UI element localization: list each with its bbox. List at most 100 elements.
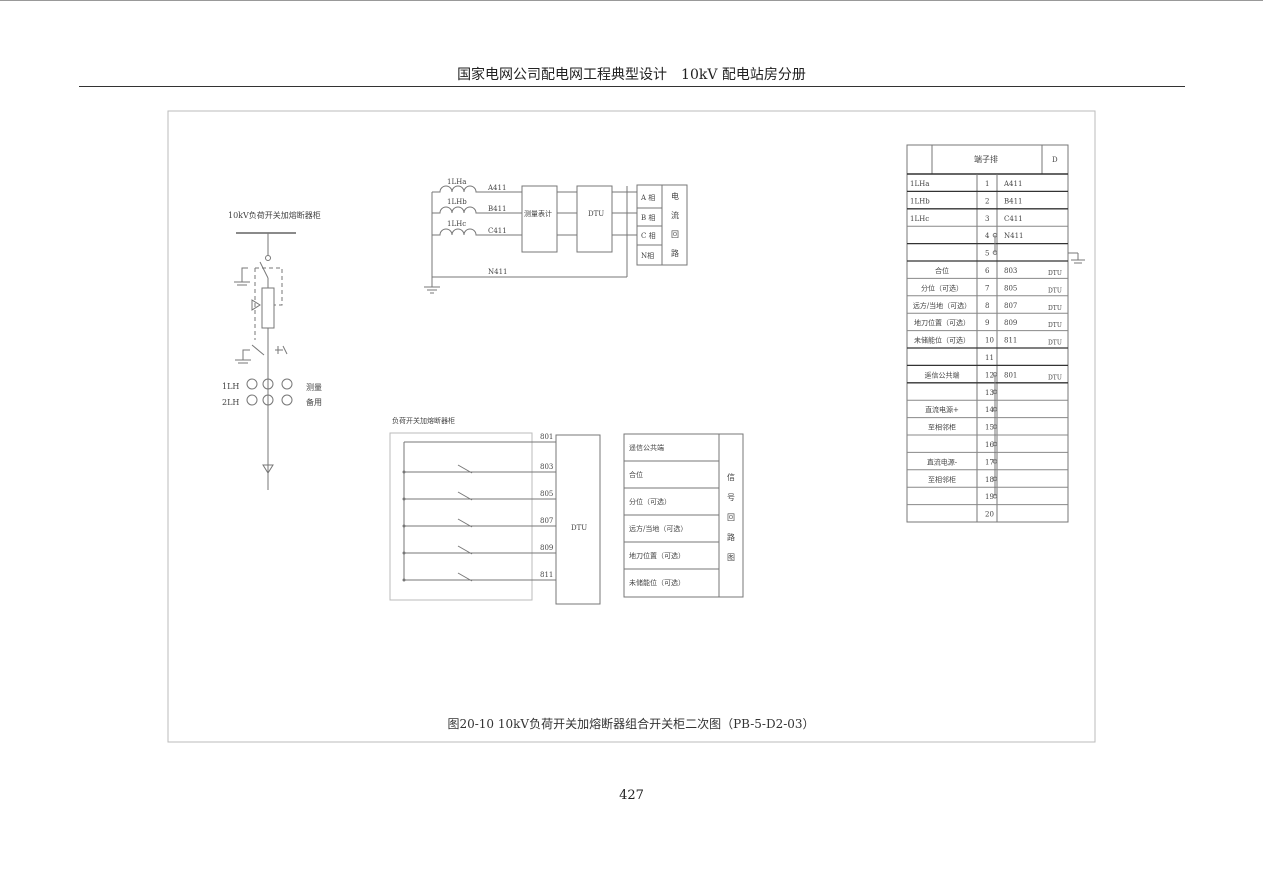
terminal-number: 19 [985,493,994,501]
terminal-wire: A411 [1003,180,1022,188]
wire-b411: B411 [488,205,507,213]
terminal-row: 19 [985,493,994,501]
side-label-char: 图 [727,553,735,562]
terminal-row: 11 [985,354,994,362]
signal-dtu: DTU [571,524,587,532]
ct-use-measure: 测量 [306,383,322,392]
side-label-char: 电 [671,191,679,201]
terminal-row: 1LHb 2 B411 [910,197,1023,205]
terminal-number: 16 [985,441,994,449]
terminal-number: 9 [985,319,989,327]
terminal-number: 12 [985,371,994,379]
terminal-dest: DTU [1048,270,1062,277]
side-label-char: 回 [727,513,735,522]
terminal-row: 16 [985,441,994,449]
terminal-dest: DTU [1048,322,1062,329]
wire-n411: N411 [488,268,508,276]
terminal-number: 14 [985,406,994,414]
terminal-number: 18 [985,476,994,484]
terminal-number: 7 [985,284,989,292]
phase-n: N相 [641,251,654,260]
meter-box: 测量表计 [524,209,552,218]
contact-switch-icon [457,491,473,501]
signal-label: 合位 [629,470,643,479]
terminal-block-title: 端子排 [974,154,998,164]
signal-label: 地刀位置（可选） [629,551,685,560]
terminal-label: 至相邻柜 [928,475,956,484]
terminal-wire: 811 [1004,337,1017,345]
ct-label-1lh: 1LH [222,382,239,391]
ct-name-c: 1LHc [447,220,466,228]
terminal-wire: C411 [1004,215,1023,223]
terminal-number: 8 [985,302,989,310]
terminal-row: 直流电源+14 [925,405,994,414]
terminal-dest: DTU [1048,340,1062,347]
terminal-dest: DTU [1048,374,1062,381]
terminal-number: 13 [985,389,994,397]
contact-switch-icon [457,464,473,474]
terminal-dest: DTU [1048,305,1062,312]
terminal-label: 远方/当地（可选） [913,301,971,310]
wire-c411: C411 [488,227,507,235]
terminal-row: 13 [985,389,994,397]
phase-b: B 相 [641,213,655,222]
terminal-number: 17 [985,458,994,466]
signal-label: 远方/当地（可选） [629,524,687,533]
page-number: 427 [619,788,644,803]
terminal-row: 5 [985,250,989,258]
terminal-number: 20 [985,511,994,519]
side-label-char: 回 [671,230,679,239]
signal-wire-label: 811 [540,571,553,579]
drawing-frame [167,110,1096,743]
side-label-char: 路 [671,248,679,258]
terminal-row: 至相邻柜 15 [928,423,994,432]
phase-c: C 相 [641,231,656,240]
terminal-wire: 809 [1004,319,1017,327]
contact-switch-icon [457,545,473,555]
top-rule [0,0,1263,1]
terminal-wire: B411 [1004,197,1023,205]
current-circuit-diagram: 1LHa 1LHb 1LHc A411 B411 C411 N411 测量表计 … [424,178,688,294]
signal-label: 遥信公共端 [629,443,664,452]
signal-label: 未储能位（可选） [629,578,685,587]
single-line-diagram: 10kV负荷开关加熔断器柜 1LH 2LH 测量 备用 [222,210,322,490]
terminal-number: 4 [985,232,990,240]
ct-use-spare: 备用 [306,397,322,407]
terminal-wire: 805 [1004,284,1017,292]
terminal-row: 直流电源-17 [927,457,994,466]
terminal-row: 远方/当地（可选） 8 807 DTU [913,301,1062,312]
header-divider [79,86,1185,87]
terminal-number: 15 [985,424,994,432]
terminal-number: 6 [985,267,990,275]
signal-title: 负荷开关加熔断器柜 [392,416,455,425]
side-label-char: 流 [671,210,679,220]
terminal-wire: 807 [1004,302,1017,310]
terminal-label: 1LHa [910,180,929,188]
terminal-number: 5 [985,250,989,258]
signal-wire-label: 801 [540,433,553,441]
signal-wire-label: 803 [540,463,553,471]
terminal-label: 合位 [935,266,949,275]
terminal-block-code: D [1052,156,1058,164]
terminal-dest: DTU [1048,287,1062,294]
contact-switch-icon [457,572,473,582]
terminal-label: 未储能位（可选） [914,336,970,345]
terminal-label: 至相邻柜 [928,423,956,432]
signal-wire-label: 805 [540,490,553,498]
terminal-label: 1LHc [910,215,929,223]
single-line-title: 10kV负荷开关加熔断器柜 [228,210,321,220]
terminal-label: 1LHb [910,197,930,205]
terminal-number: 2 [985,197,989,205]
wire-a411: A411 [487,184,506,192]
ct-name-a: 1LHa [447,178,466,186]
